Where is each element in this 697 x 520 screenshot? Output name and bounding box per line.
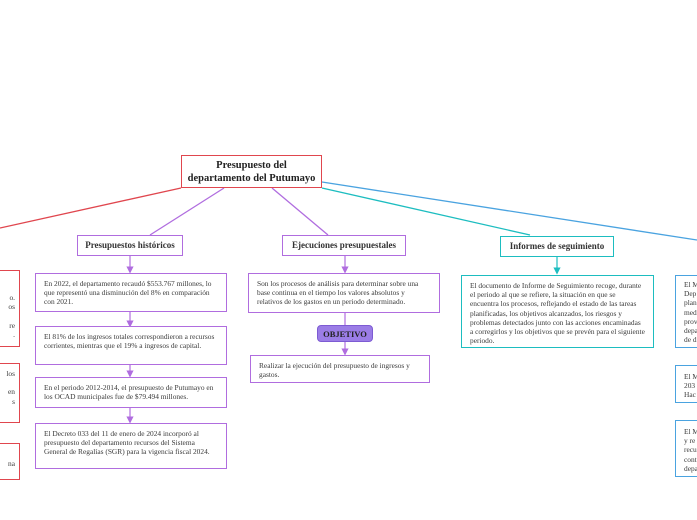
- historicos-item-2-text: El 81% de los ingresos totales correspon…: [44, 332, 215, 351]
- right-box1-line: El M: [684, 280, 697, 289]
- left-box2-line: [0, 378, 15, 387]
- historicos-item-2[interactable]: El 81% de los ingresos totales correspon…: [35, 326, 227, 365]
- left-box2-line: en: [8, 387, 15, 397]
- left-box1-line: o.: [9, 293, 15, 302]
- right-box2-line: 203: [684, 381, 696, 391]
- topic-informes-seguimiento[interactable]: Informes de seguimiento: [500, 236, 614, 257]
- link-root-ejecuciones: [271, 187, 329, 236]
- left-box1-line: re: [9, 320, 15, 330]
- right-box2-line: Hac: [684, 390, 696, 400]
- historicos-item-4-text: El Decreto 033 del 11 de enero de 2024 i…: [44, 429, 210, 457]
- right-box1-line: de d: [684, 335, 697, 345]
- left-box2-line: los: [6, 369, 15, 378]
- objetivo-text: Realizar la ejecución del presupuesto de…: [259, 361, 410, 380]
- historicos-item-3-text: En el periodo 2012-2014, el presupuesto …: [44, 383, 214, 402]
- right-clipped-box-3[interactable]: El M y re recu cont depa: [675, 420, 697, 477]
- historicos-item-3[interactable]: En el periodo 2012-2014, el presupuesto …: [35, 377, 227, 408]
- left-box1-line: [0, 311, 15, 320]
- ejecuciones-description-text: Son los procesos de análisis para determ…: [257, 279, 419, 307]
- topic-informes-label: Informes de seguimiento: [509, 241, 605, 251]
- historicos-item-1[interactable]: En 2022, el departamento recaudó $553.76…: [35, 273, 227, 312]
- objetivo-tag[interactable]: OBJETIVO: [317, 325, 373, 342]
- historicos-item-4[interactable]: El Decreto 033 del 11 de enero de 2024 i…: [35, 423, 227, 469]
- left-box3-line: na: [8, 459, 15, 468]
- historicos-item-1-text: En 2022, el departamento recaudó $553.76…: [44, 279, 212, 307]
- left-box1-line: os: [8, 302, 15, 312]
- right-box1-line: plan: [684, 298, 697, 308]
- right-clipped-box-1[interactable]: El M Dep plan med prov depa de d: [675, 275, 697, 348]
- topic-ejecuciones-presupuestales[interactable]: Ejecuciones presupuestales: [282, 235, 406, 256]
- topic-presupuestos-historicos[interactable]: Presupuestos históricos: [77, 235, 183, 256]
- objetivo-label: OBJETIVO: [323, 329, 367, 339]
- informes-description[interactable]: El documento de Informe de Seguimiento r…: [461, 275, 654, 348]
- left-clipped-box-2[interactable]: los en s: [0, 363, 20, 423]
- right-box3-line: cont: [684, 454, 697, 464]
- right-box1-line: med: [684, 307, 697, 317]
- right-box3-line: y re: [684, 436, 696, 446]
- link-root-right: [321, 181, 697, 241]
- root-title-line2: departamento del Putumayo: [187, 173, 316, 184]
- ejecuciones-description[interactable]: Son los procesos de análisis para determ…: [248, 273, 440, 313]
- left-clipped-box-3[interactable]: na: [0, 443, 20, 480]
- right-box3-line: recu: [684, 445, 697, 455]
- right-box3-line: depa: [684, 463, 697, 473]
- right-box3-line: El M: [684, 427, 697, 436]
- right-box1-line: prov: [684, 316, 697, 326]
- link-root-historicos: [149, 187, 225, 236]
- left-box2-line: s: [12, 396, 15, 406]
- right-clipped-box-2[interactable]: El M 203 Hac: [675, 365, 697, 403]
- topic-presupuestos-historicos-label: Presupuestos históricos: [85, 240, 175, 250]
- topic-ejecuciones-label: Ejecuciones presupuestales: [291, 240, 397, 250]
- root-title-line1: Presupuesto del: [216, 160, 287, 171]
- right-box1-line: depa: [684, 326, 697, 336]
- objetivo-text-box[interactable]: Realizar la ejecución del presupuesto de…: [250, 355, 430, 383]
- left-box1-line: .: [13, 329, 15, 339]
- root-topic[interactable]: Presupuesto del departamento del Putumay…: [181, 155, 322, 188]
- right-box2-line: El M: [684, 372, 697, 381]
- link-root-left: [0, 187, 182, 229]
- link-root-informes: [321, 187, 531, 236]
- right-box1-line: Dep: [684, 289, 697, 299]
- left-clipped-box-1[interactable]: o. os re .: [0, 270, 20, 347]
- informes-description-text: El documento de Informe de Seguimiento r…: [470, 281, 645, 346]
